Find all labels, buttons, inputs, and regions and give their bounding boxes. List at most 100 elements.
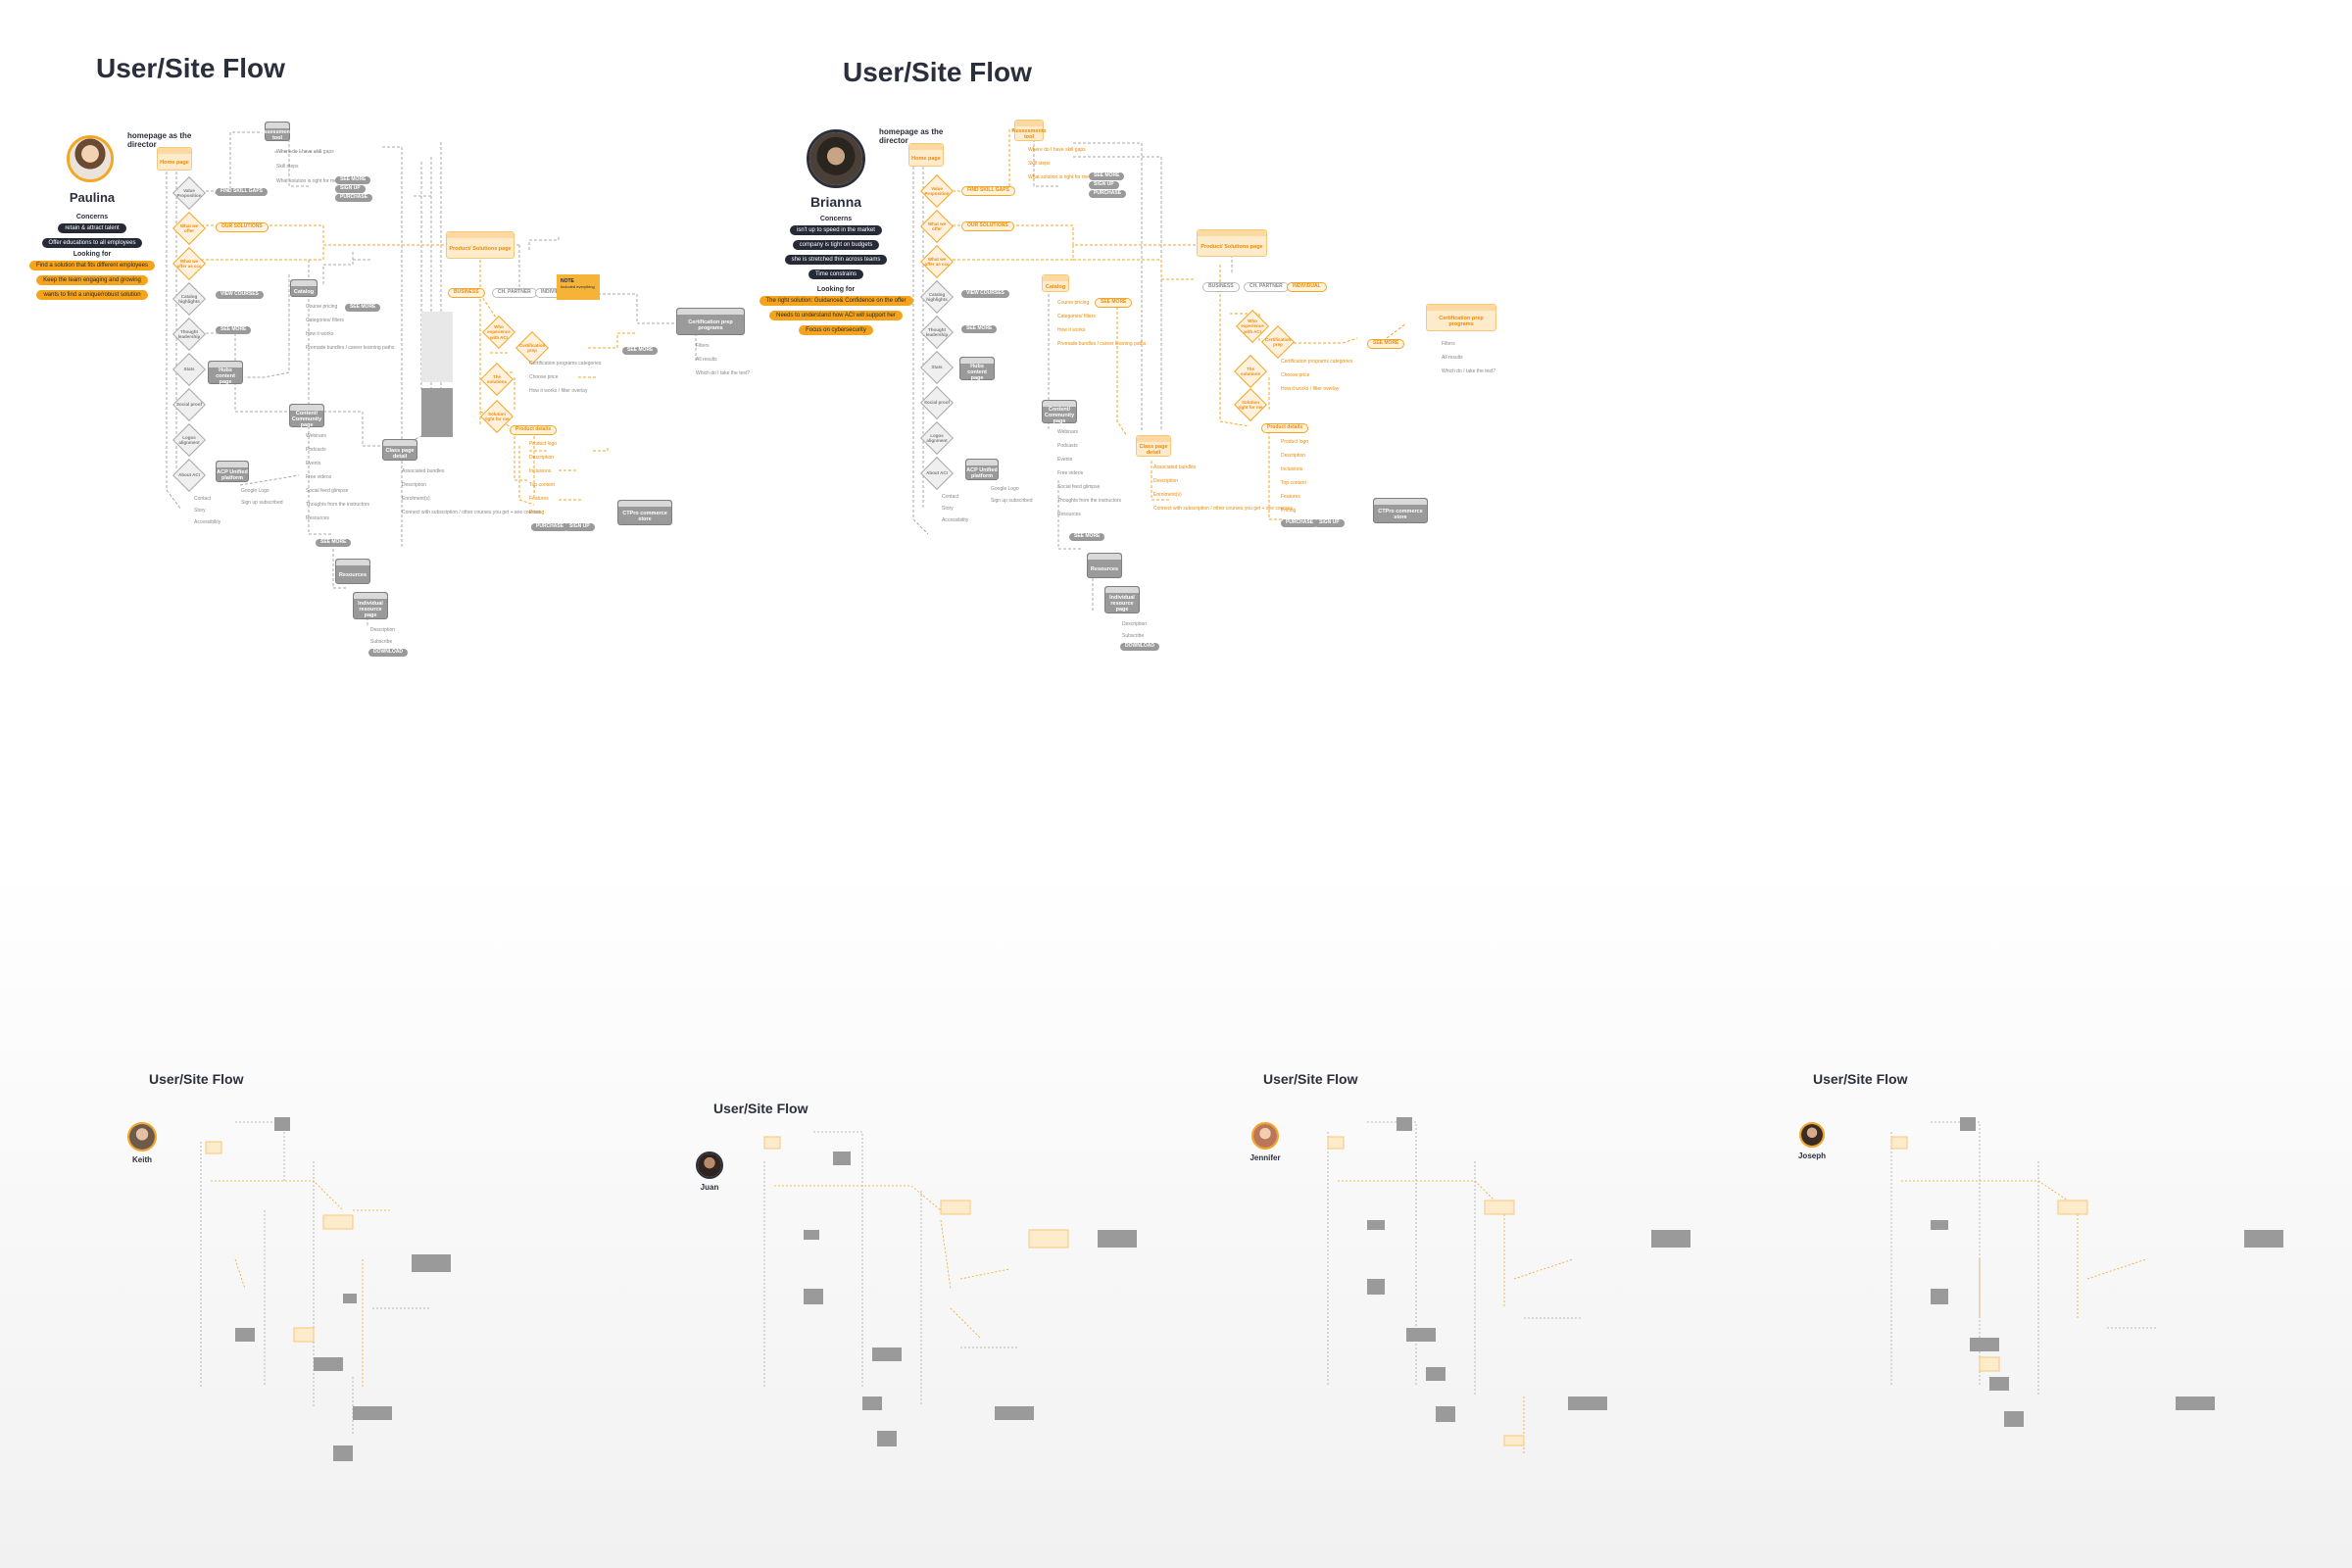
- diamond-what-we-offer: What we offer: [172, 212, 206, 245]
- looking-chip: Needs to understand how ACI will support…: [769, 311, 903, 320]
- app-node[interactable]: ACP Unified platform: [965, 459, 999, 480]
- cert-meta: Choose price: [1281, 372, 1310, 378]
- diamond-thought: Thought leadership: [172, 318, 206, 351]
- content-node[interactable]: Content/ Community page: [1042, 400, 1077, 424]
- content-node[interactable]: Content/ Community page: [289, 404, 324, 428]
- see-more-pill[interactable]: SEE MORE: [1089, 172, 1125, 180]
- detail-item: Inclusions: [1281, 466, 1303, 472]
- flow-board-paulina: User/Site Flow: [29, 39, 1166, 921]
- commerce-node[interactable]: CTPro commerce store: [617, 500, 672, 525]
- assess-item: What solution is right for me: [276, 178, 337, 184]
- catalog-node[interactable]: Catalog: [290, 279, 318, 297]
- concern-chip: she is stretched thin across teams: [784, 255, 888, 265]
- our-solutions-pill[interactable]: OUR SOLUTIONS: [961, 221, 1014, 231]
- resources-node[interactable]: Resources: [1087, 553, 1122, 578]
- about-item: Story: [942, 506, 954, 512]
- class-detail-node[interactable]: Class page detail: [382, 439, 417, 461]
- see-more-pill[interactable]: SEE MORE: [961, 325, 998, 333]
- looking-label: Looking for: [73, 251, 112, 258]
- sign-up-pill[interactable]: SIGN UP: [335, 185, 366, 193]
- home-caption: homepage as the director: [127, 131, 192, 149]
- looking-list: The right solution: Guidance& Confidence…: [759, 296, 913, 335]
- mini-board-juan: User/Site Flow Juan: [686, 1093, 1196, 1504]
- mini-board-joseph: User/Site Flow Joseph: [1784, 1063, 2332, 1504]
- sign-up-pill[interactable]: SIGN UP: [564, 523, 595, 531]
- see-more-pill[interactable]: SEE MORE: [1069, 533, 1105, 541]
- see-more-pill[interactable]: SEE MORE: [316, 539, 352, 547]
- class-item: Associated bundles: [1153, 465, 1197, 470]
- assessment-node[interactable]: Assessments tool: [1011, 120, 1047, 141]
- content-item: Social feed glimpse: [1057, 484, 1101, 490]
- our-solutions-pill[interactable]: OUR SOLUTIONS: [216, 222, 269, 232]
- product-details-pill[interactable]: Product details: [510, 425, 558, 435]
- flow-connectors: [912, 128, 1407, 612]
- product-diamond: The solutions: [1234, 355, 1267, 388]
- download-pill[interactable]: DOWNLOAD: [368, 649, 408, 657]
- individual-resource-node[interactable]: Individual resource page: [1104, 586, 1140, 613]
- diamond-value-prop: Value Proposition: [172, 176, 206, 210]
- persona-name: Jennifer: [1250, 1153, 1281, 1162]
- product-solutions-node[interactable]: Product/ Solutions page: [446, 231, 514, 259]
- purchase-pill[interactable]: PURCHASE: [335, 194, 373, 202]
- certification-node[interactable]: Certification prep programs: [676, 308, 745, 335]
- view-courses-pill[interactable]: VIEW COURSES: [216, 291, 264, 299]
- content-item: Events: [1057, 457, 1073, 463]
- class-item: Description: [402, 482, 427, 488]
- assess-item: Skill steps: [1028, 161, 1051, 167]
- catalog-item: Premade bundles / career learning paths: [306, 345, 395, 351]
- mini-title: User/Site Flow: [1263, 1071, 1358, 1087]
- see-more-pill[interactable]: SEE MORE: [622, 347, 659, 355]
- purchase-pill[interactable]: PURCHASE: [1089, 190, 1127, 198]
- see-more-pill[interactable]: SEE MORE: [1095, 298, 1133, 308]
- purchase-pill[interactable]: PURCHASE: [531, 523, 569, 531]
- audience-individual[interactable]: INDIVIDUAL: [1287, 282, 1327, 292]
- audience-partner[interactable]: CH. PARTNER: [492, 288, 537, 298]
- audience-business[interactable]: BUSINESS: [1202, 282, 1240, 292]
- assessment-node[interactable]: Assessments tool: [260, 122, 295, 141]
- diamond-logos: Logos alignment: [920, 421, 954, 455]
- hub-node[interactable]: Hubs content page: [208, 361, 243, 385]
- see-more-pill[interactable]: SEE MORE: [335, 176, 371, 184]
- product-diamond: Certification prep: [515, 331, 549, 365]
- cert-item: Filters: [1442, 341, 1455, 347]
- detail-item: Product logo: [529, 441, 558, 447]
- commerce-node[interactable]: CTPro commerce store: [1373, 498, 1428, 523]
- see-more-pill[interactable]: SEE MORE: [1367, 339, 1405, 349]
- see-more-pill[interactable]: SEE MORE: [345, 304, 381, 312]
- view-courses-pill[interactable]: VIEW COURSES: [961, 290, 1009, 298]
- skill-gaps-pill[interactable]: FIND SKILL GAPS: [216, 188, 268, 196]
- mini-title: User/Site Flow: [149, 1071, 244, 1087]
- about-item: Story: [194, 508, 206, 514]
- content-item: Podcasts: [306, 447, 326, 453]
- detail-item: Features: [529, 496, 549, 502]
- sign-up-pill[interactable]: SIGN UP: [1089, 181, 1119, 189]
- audience-partner[interactable]: CH. PARTNER: [1244, 282, 1289, 292]
- catalog-node[interactable]: Catalog: [1042, 274, 1069, 292]
- resources-node[interactable]: Resources: [335, 559, 370, 584]
- app-item: Sign up subscribed: [241, 500, 283, 506]
- class-detail-node[interactable]: Class page detail: [1136, 435, 1171, 457]
- cert-meta: Certification programs categories: [529, 361, 602, 367]
- sign-up-pill[interactable]: SIGN UP: [1314, 519, 1345, 527]
- product-solutions-node[interactable]: Product/ Solutions page: [1197, 229, 1267, 257]
- product-diamond: The solutions: [480, 363, 514, 396]
- download-pill[interactable]: DOWNLOAD: [1120, 643, 1159, 651]
- diamond-what-we-offer: What we offer: [920, 210, 954, 243]
- audience-business[interactable]: BUSINESS: [448, 288, 485, 298]
- purchase-pill[interactable]: PURCHASE: [1281, 519, 1319, 527]
- about-item: Accessibility: [194, 519, 221, 525]
- app-node[interactable]: ACP Unified platform: [216, 461, 249, 482]
- skill-gaps-pill[interactable]: FIND SKILL GAPS: [961, 186, 1015, 196]
- hub-node[interactable]: Hubs content page: [959, 357, 995, 381]
- class-item: Enrolment(s): [1153, 492, 1182, 498]
- product-details-pill[interactable]: Product details: [1261, 423, 1309, 433]
- home-page-node[interactable]: Home page: [908, 143, 944, 167]
- class-item: Associated bundles: [402, 468, 445, 474]
- individual-resource-node[interactable]: Individual resource page: [353, 592, 388, 619]
- detail-item: Inclusions: [529, 468, 552, 474]
- certification-node[interactable]: Certification prep programs: [1426, 304, 1496, 331]
- content-item: Free videos: [306, 474, 332, 480]
- see-more-pill[interactable]: SEE MORE: [216, 326, 252, 334]
- home-page-node[interactable]: Home page: [157, 147, 192, 171]
- detail-item: Description: [529, 455, 555, 461]
